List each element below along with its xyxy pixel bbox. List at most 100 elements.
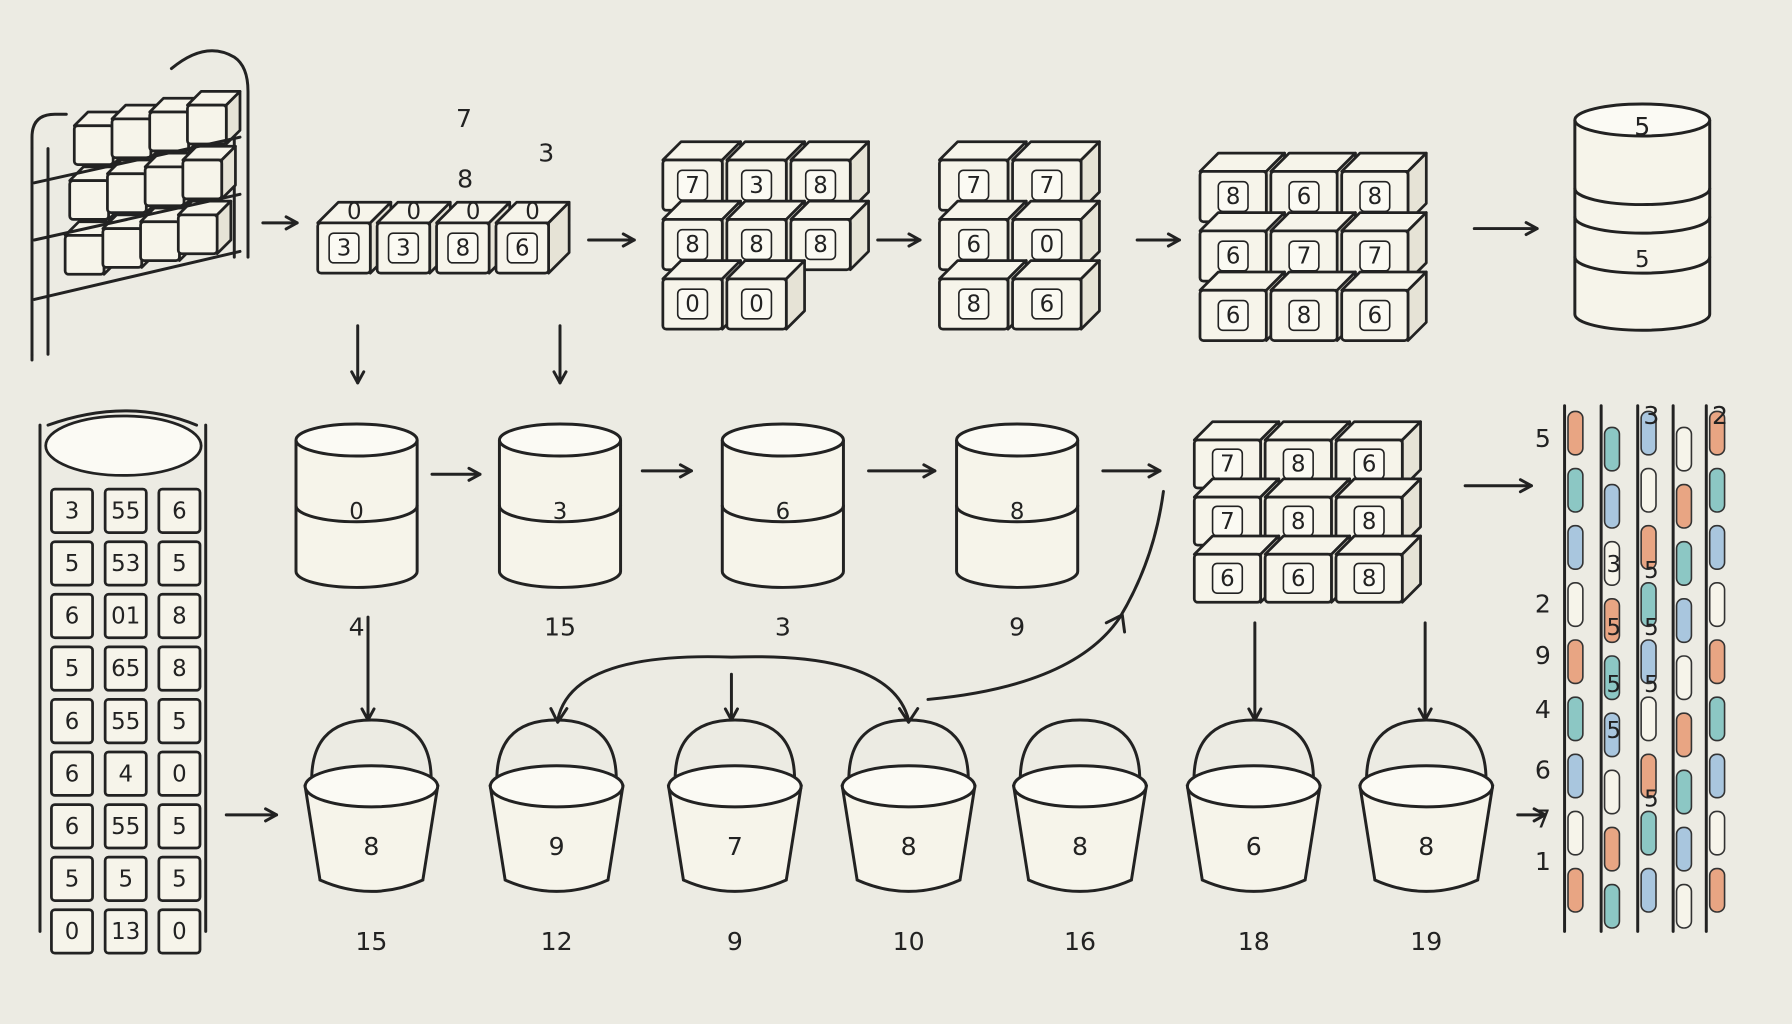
box-number: 6: [1291, 566, 1306, 592]
box-number: 8: [813, 232, 828, 258]
curved-arrow: [926, 489, 1165, 701]
flow-arrow: [430, 466, 482, 482]
bar-segment: [1640, 810, 1657, 856]
column-cell: [157, 540, 202, 587]
box-top-number: 0: [347, 199, 362, 225]
bar-segment: [1675, 540, 1693, 586]
box-label-plate: [1282, 562, 1314, 594]
box-label-plate: [1359, 299, 1391, 332]
storage-box: 6: [1334, 420, 1422, 490]
column-cell-number: 01: [111, 604, 140, 630]
cylinder-count-label: 4: [349, 613, 365, 642]
bucket-rim: [1012, 764, 1148, 809]
storage-box: 8: [1334, 477, 1422, 547]
cylinder-top: [955, 422, 1080, 458]
box-label-plate: [804, 228, 837, 261]
cylinder-top: [294, 422, 419, 458]
box-number: 0: [749, 292, 764, 318]
column-cell-number: 5: [65, 551, 80, 577]
box-label-plate: [1211, 562, 1244, 594]
flow-arrow: [224, 807, 279, 823]
storage-box: [181, 144, 237, 201]
column-cell-number: 55: [111, 498, 140, 524]
box-number: 6: [1040, 292, 1055, 318]
storage-box: 7: [1340, 211, 1428, 283]
bucket: 9: [488, 718, 625, 893]
cylinder-body: [955, 440, 1080, 589]
box-label-plate: [328, 232, 360, 264]
bar-segment: [1708, 867, 1726, 913]
box-front: [186, 103, 228, 146]
column-cell-number: 8: [172, 656, 187, 682]
bar-segment: [1640, 639, 1657, 685]
bar-segment: [1675, 826, 1693, 872]
side-number: 1: [1535, 847, 1551, 876]
bucket-value: 8: [1072, 832, 1088, 861]
flow-arrow: [1417, 621, 1433, 722]
box-label-plate: [1031, 288, 1063, 320]
box-front: [110, 117, 153, 160]
bar-segment: [1675, 483, 1693, 529]
box-number: 8: [1297, 303, 1312, 329]
curved-arrow: [556, 655, 911, 722]
column-cell-number: 6: [65, 604, 80, 630]
box-number: 8: [1368, 184, 1383, 210]
arrow-head: [678, 463, 693, 479]
box-number: 6: [1297, 184, 1312, 210]
bucket-handle: [310, 718, 433, 791]
bar-segment: [1675, 426, 1693, 472]
storage-box: 0: [725, 259, 806, 331]
bucket-value: 6: [1246, 832, 1262, 861]
box-number: 8: [1291, 509, 1306, 535]
cylinder-mark: 8: [1010, 499, 1025, 525]
storage-box: 8: [789, 199, 870, 272]
box-label-plate: [387, 232, 420, 264]
cylinder-top: [497, 422, 623, 458]
side-number: 6: [1535, 755, 1551, 784]
cylinder-band: [497, 504, 623, 524]
cylinder-number: 5: [1634, 112, 1650, 141]
box-top-number: 0: [525, 199, 540, 225]
bar-segment: [1675, 712, 1693, 758]
column-cell: [157, 487, 202, 534]
bucket-label: 15: [355, 927, 387, 956]
bar-segment: [1603, 712, 1621, 758]
storage-cylinder: 6: [720, 422, 845, 589]
inner-number: 3: [1606, 552, 1621, 578]
cylinder-top: [720, 422, 845, 458]
bucket-rim: [1185, 764, 1322, 809]
cylinder-count-label: 9: [1009, 613, 1025, 642]
side-number: 5: [1535, 424, 1551, 453]
box-front: [101, 227, 144, 269]
column-cell: [50, 540, 94, 587]
bar-segment: [1567, 810, 1584, 856]
cylinder-count-label: 3: [775, 613, 791, 642]
bar-segment: [1603, 483, 1621, 529]
column-cell: [157, 855, 202, 902]
box-label-plate: [740, 288, 773, 320]
column-top: [44, 414, 203, 477]
stacked-cylinder: 55: [1573, 102, 1712, 332]
cylinder-body: [497, 440, 623, 589]
column-cell-number: 0: [172, 919, 187, 945]
flow-arrow: [350, 324, 366, 385]
bucket-body: [1185, 784, 1322, 893]
column-cell-number: 5: [65, 867, 80, 893]
bucket: 6: [1185, 718, 1322, 893]
bucket-value: 8: [1418, 832, 1434, 861]
bucket-body: [1358, 784, 1495, 893]
box-number: 8: [685, 232, 700, 258]
column-cell: [50, 487, 94, 534]
box-front: [181, 158, 224, 201]
cylinder-mark: 6: [776, 499, 791, 525]
inner-number: 5: [1644, 672, 1659, 698]
column-cell: [103, 487, 148, 534]
storage-box: 7: [1011, 140, 1101, 212]
storage-box: 0: [1011, 199, 1101, 272]
bucket: 8: [303, 718, 440, 893]
column-cell-number: 13: [111, 919, 140, 945]
box-number: 8: [456, 236, 471, 262]
bucket-rim: [840, 764, 977, 809]
cylinder-band: [720, 504, 845, 524]
column-cell: [103, 540, 148, 587]
